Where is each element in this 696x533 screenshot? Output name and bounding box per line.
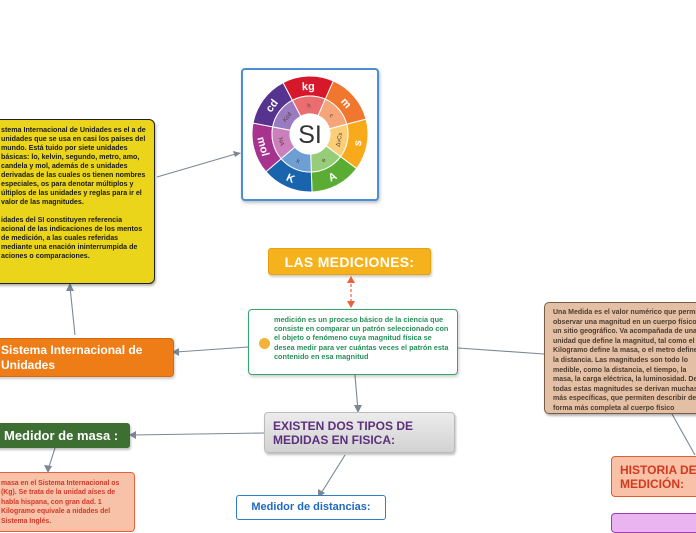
si-constant-label: e (321, 157, 327, 164)
mass-definition-node[interactable]: masa en el Sistema Internacional os (Kg)… (0, 472, 135, 532)
si-constant-label: c (328, 113, 335, 119)
arrowhead-central (347, 301, 355, 308)
measure-definition-text: Una Medida es el valor numérico que perm… (553, 309, 696, 412)
si-constant-label: Kcd (282, 112, 293, 124)
si-center-circle (291, 115, 329, 153)
si-constant-label: k (295, 159, 301, 166)
connector-central-to-measure (457, 347, 545, 355)
si-unit-label: mol (254, 136, 271, 158)
mass-definition-text: masa en el Sistema Internacional os (Kg)… (1, 480, 120, 525)
si-center-label: SI (298, 121, 322, 149)
connector-types-to-mass (131, 432, 265, 436)
si-label-text: Sistema Internacional de Unidades (1, 343, 143, 372)
measure-types-node[interactable]: EXISTEN DOS TIPOS DE MEDIDAS EN FISICA: (264, 412, 455, 453)
si-constant-label: ΔνCs (336, 132, 345, 147)
connector-central-to-si-label (175, 346, 249, 353)
si-definition-paragraph-2: idades del SI constituyen referencia aci… (1, 216, 143, 260)
si-constant-label: NA (277, 137, 285, 147)
arrowhead (233, 151, 241, 157)
connector-lines (44, 151, 696, 498)
arrowhead (129, 431, 136, 439)
si-definition-node[interactable]: stema Internacional de Unidades es el a … (0, 119, 155, 284)
si-label-node[interactable]: Sistema Internacional de Unidades (0, 338, 174, 377)
arrowhead (172, 348, 179, 356)
measure-definition-node[interactable]: Una Medida es el valor numérico que perm… (544, 302, 696, 414)
central-node-text: medición es un proceso básico de la cien… (274, 315, 449, 361)
history-text: HISTORIA DE MEDICIÓN: (620, 463, 696, 491)
si-definition-paragraph-1: stema Internacional de Unidades es el a … (1, 126, 146, 206)
connector-measure-to-history (671, 413, 696, 456)
si-unit-label: kg (302, 81, 315, 93)
history-node[interactable]: HISTORIA DE MEDICIÓN: (611, 456, 696, 497)
connector-si-label-to-definition (69, 286, 76, 336)
arrowhead (66, 283, 74, 291)
arrowhead (44, 465, 52, 473)
arrowhead-title (347, 276, 355, 283)
central-node[interactable]: medición es un proceso básico de la cien… (248, 309, 458, 375)
si-inner-segment (272, 99, 302, 131)
lightbulb-icon (259, 338, 270, 349)
purple-node[interactable] (611, 513, 696, 533)
distance-meter-node[interactable]: Medidor de distancias: (236, 495, 386, 520)
si-constant-label: h (307, 103, 311, 109)
mass-meter-node[interactable]: Medidor de masa : (0, 423, 130, 448)
arrowhead (354, 405, 362, 413)
measure-types-text: EXISTEN DOS TIPOS DE MEDIDAS EN FISICA: (273, 419, 414, 447)
si-unit-label: s (352, 139, 365, 147)
title-node[interactable]: LAS MEDICIONES: (268, 248, 431, 275)
connector-types-to-distance (319, 454, 346, 496)
connector-si-definition-to-image (156, 152, 240, 178)
